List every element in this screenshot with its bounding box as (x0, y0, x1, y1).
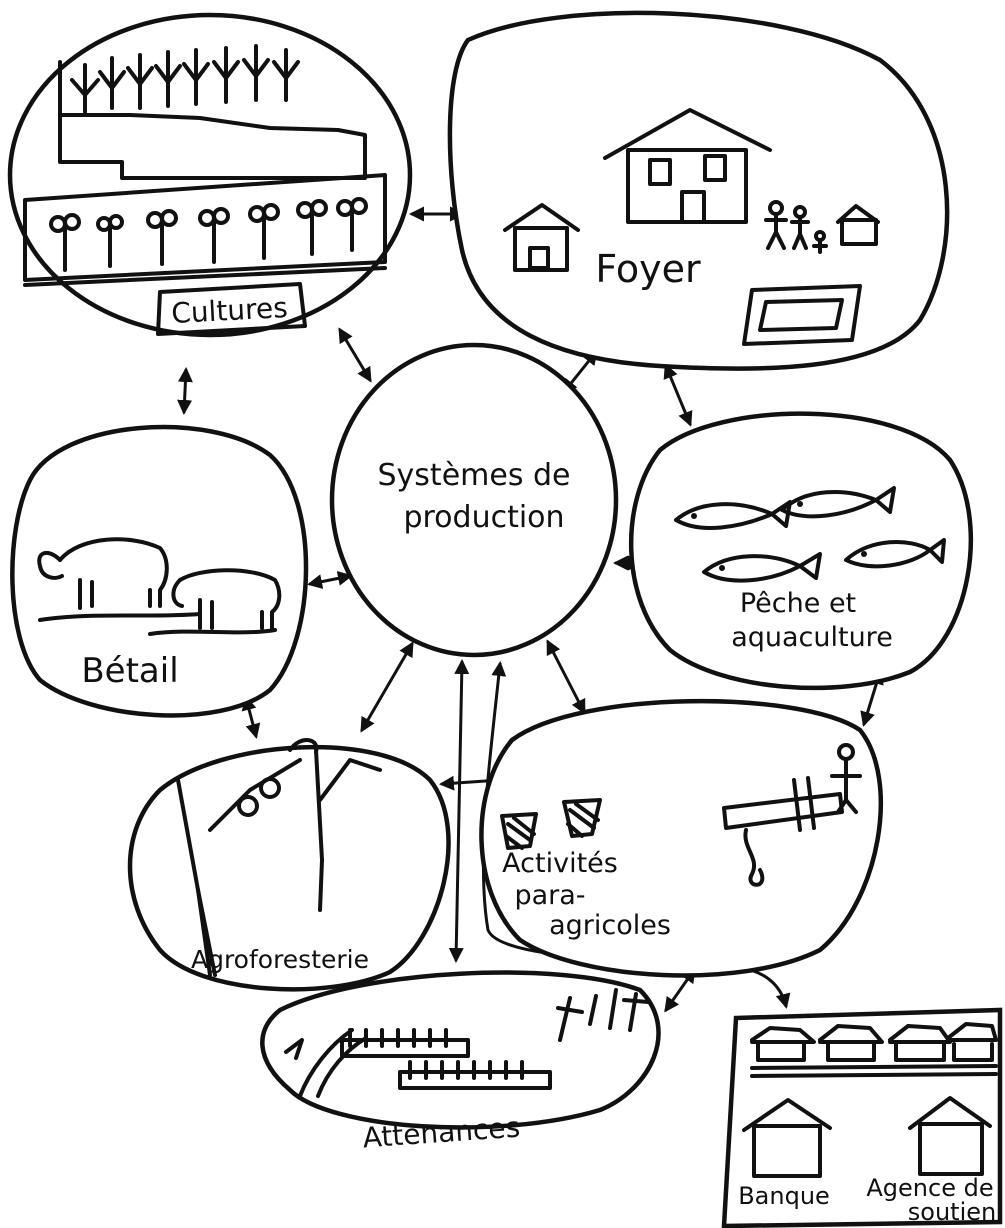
cultures-label: Cultures (170, 291, 288, 330)
cultures-circle (7, 12, 413, 338)
arrow-foyer-peche (663, 363, 693, 427)
oil-press-icon (722, 743, 862, 887)
basket-icon (500, 798, 602, 850)
garden-beds-icon (284, 988, 650, 1098)
attenances-circle (260, 970, 661, 1130)
agence-label-line2: soutien (908, 1198, 996, 1226)
market-stalls-icon (750, 1022, 998, 1078)
agence-label-line1: Agence de (866, 1174, 993, 1202)
foyer-label: Foyer (595, 247, 701, 291)
pond-icon (742, 284, 862, 346)
node-foyer: Foyer (447, 10, 950, 371)
activites-label-line2: para- (514, 880, 585, 911)
node-cultures: Cultures (7, 12, 413, 338)
arrow-betail-center (307, 570, 353, 590)
family-icon (764, 200, 880, 254)
node-agroforesterie: Agroforesterie (127, 738, 451, 992)
tree-row-icon (70, 44, 300, 114)
node-center: Systèmes de production (329, 342, 619, 658)
arrow-cultures-center (338, 327, 372, 383)
node-activites: Activités para- agricoles (479, 698, 884, 978)
node-attenances: Attenances (260, 970, 661, 1154)
node-peche: Pêche et aquaculture (629, 411, 974, 691)
activites-circle (479, 698, 884, 978)
agroforesterie-circle (127, 744, 451, 992)
activites-label-line3: agricoles (549, 910, 671, 941)
agency-building-icon (908, 1096, 992, 1176)
arrow-center-activites (546, 639, 586, 715)
peche-label-line1: Pêche et (740, 588, 856, 619)
arrow-center-attenances (448, 659, 470, 963)
peche-label-line2: aquaculture (731, 622, 893, 653)
bank-building-icon (742, 1098, 832, 1178)
cultures-field-drawing (23, 44, 387, 336)
node-betail: Bétail (10, 424, 309, 718)
betail-label: Bétail (81, 651, 178, 691)
plant-row-icon (49, 197, 368, 272)
banque-label: Banque (738, 1182, 830, 1210)
center-label-line1: Systèmes de (378, 458, 571, 493)
small-house-icon (503, 203, 580, 272)
arrow-center-agroforesterie (360, 641, 414, 733)
center-label-line2: production (403, 500, 564, 535)
arrow-cultures-betail (177, 367, 193, 415)
node-services: Banque Agence de soutien (721, 1007, 1003, 1228)
fish-icon (674, 486, 946, 583)
peche-circle (629, 411, 974, 691)
betail-circle (10, 424, 309, 718)
center-circle (329, 342, 619, 658)
trees-icon (176, 738, 382, 977)
house-icon (603, 108, 772, 224)
cow-icon (37, 537, 282, 636)
activites-label-line1: Activités (502, 848, 618, 879)
agroforesterie-label: Agroforesterie (191, 945, 369, 974)
